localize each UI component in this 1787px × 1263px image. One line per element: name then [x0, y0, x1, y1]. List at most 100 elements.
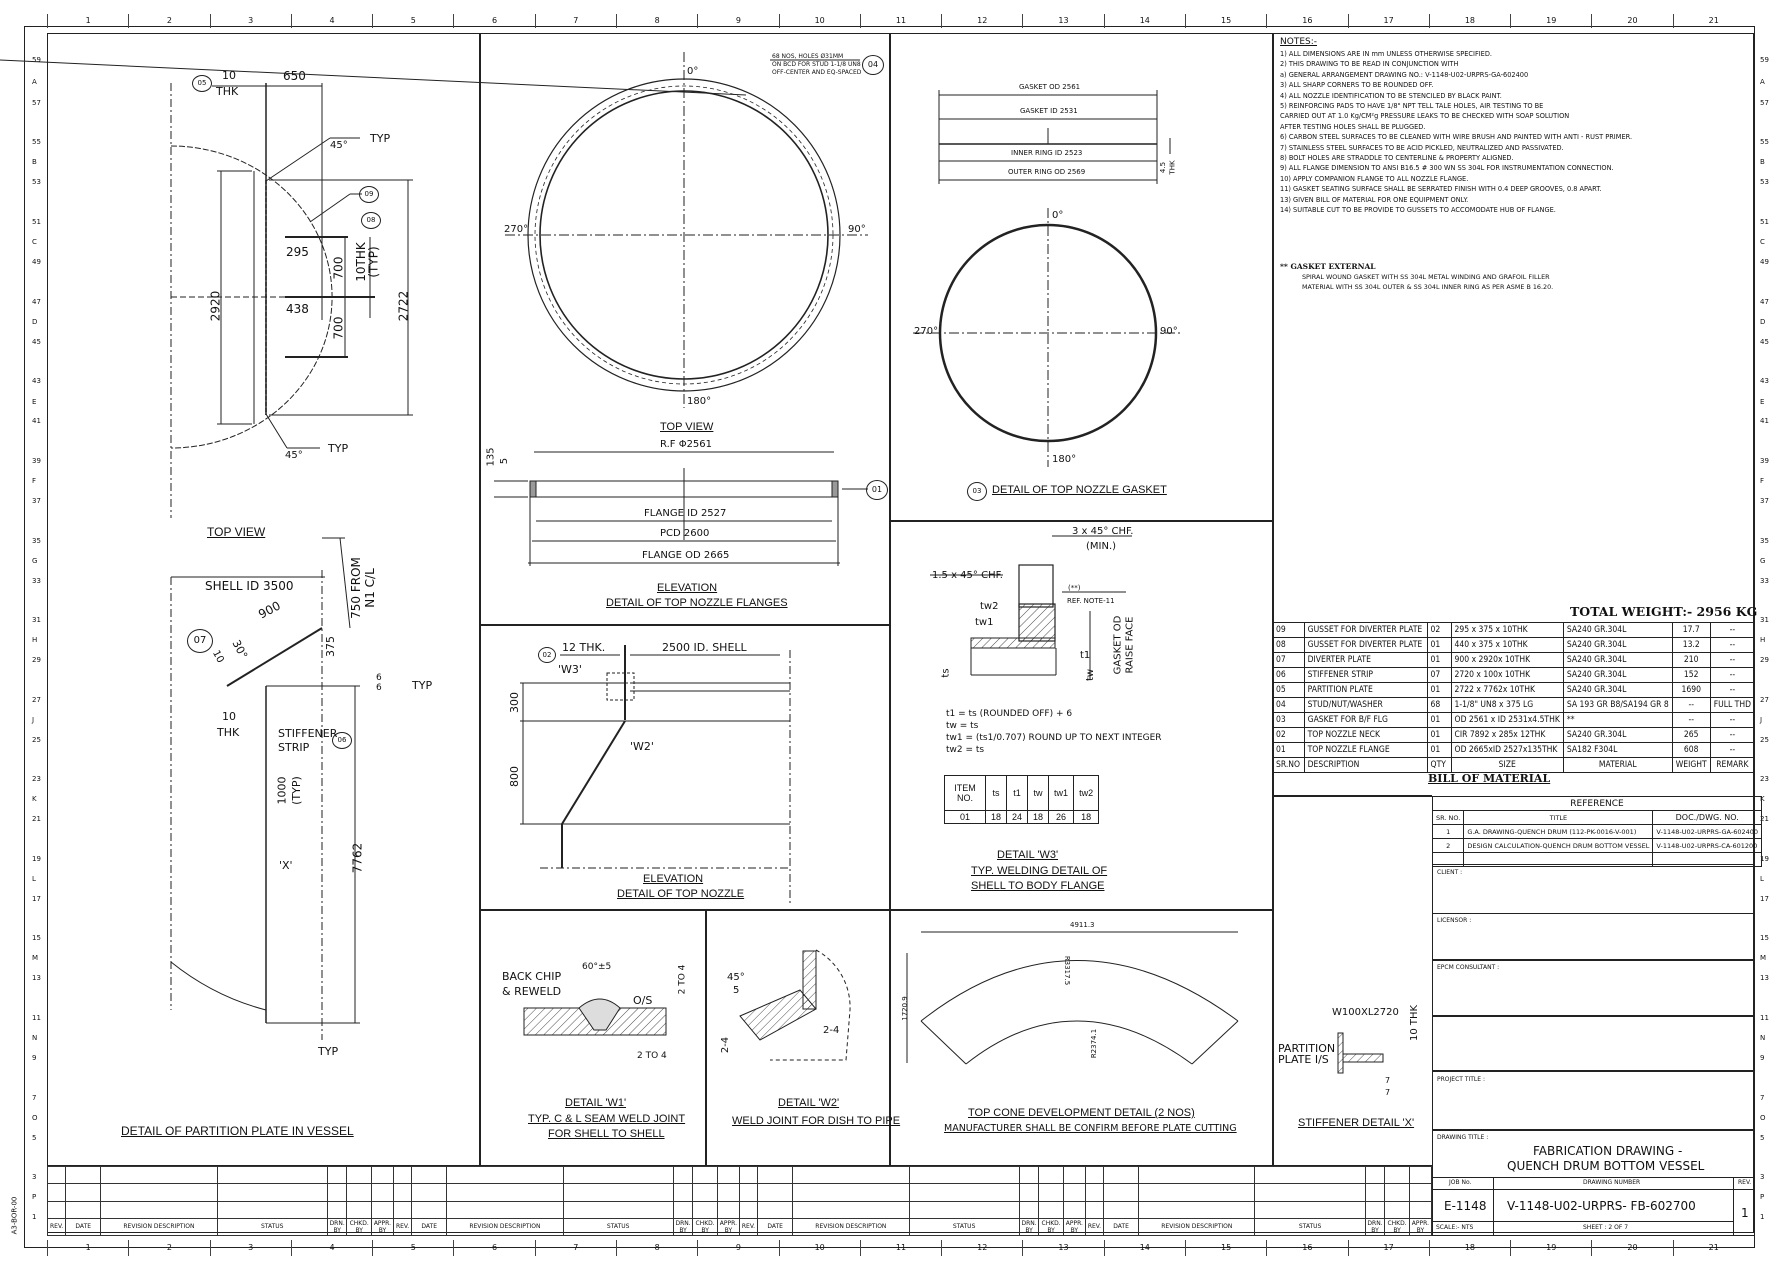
column-index: 7: [534, 14, 616, 28]
dim-thk-10-elev: 10: [222, 710, 236, 723]
bom-cell: 01: [1426, 682, 1452, 698]
row-index: 41: [32, 417, 41, 425]
row-index: H: [1760, 636, 1766, 644]
ref-header: TITLE: [1463, 810, 1654, 825]
caption-cone-1: TOP CONE DEVELOPMENT DETAIL (2 NOS): [968, 1107, 1195, 1119]
bom-cell: 01: [1426, 727, 1452, 743]
revision-cell: [1018, 1165, 1040, 1185]
revision-cell: [346, 1200, 372, 1219]
dim-thk-label: THK: [216, 85, 239, 98]
caption-w1-3: FOR SHELL TO SHELL: [548, 1128, 665, 1140]
bom-cell: 2720 x 100x 10THK: [1450, 667, 1564, 683]
caption-gasket: DETAIL OF TOP NOZZLE GASKET: [992, 484, 1167, 496]
note-item: 11) GASKET SEATING SURFACE SHALL BE SERR…: [1280, 185, 1602, 194]
balloon-07: 07: [187, 629, 213, 653]
weld-angle-bottom: 45°: [285, 450, 303, 461]
revision-cell: [46, 1183, 67, 1202]
revision-header: CHKD. BY: [1038, 1217, 1064, 1237]
revision-cell: [792, 1183, 910, 1202]
row-index: C: [32, 238, 37, 246]
divider: [1272, 795, 1432, 797]
weld-typ-elev: TYP: [412, 679, 433, 692]
note-item: AFTER TESTING HOLES SHALL BE PLUGGED.: [1280, 122, 1426, 131]
row-index: 5: [32, 1134, 37, 1142]
bom-cell: --: [1709, 682, 1756, 698]
bom-cell: GUSSET FOR DIVERTER PLATE: [1303, 622, 1428, 638]
note-item: 4) ALL NOZZLE IDENTIFICATION TO BE STENC…: [1280, 91, 1502, 100]
row-index: 9: [32, 1054, 37, 1062]
bom-cell: SA240 GR.304L: [1562, 637, 1673, 653]
label-tw1: tw1: [975, 617, 994, 628]
divider: [479, 33, 481, 1165]
reference-cell: [1463, 852, 1654, 867]
caption-flange-elevation: ELEVATION: [657, 582, 718, 594]
column-index: 15: [1184, 1240, 1266, 1256]
detail-w1-w2-drawing: [523, 931, 1384, 1074]
dim-cone-width: 4911.3: [1070, 921, 1095, 929]
revision-cell: [370, 1183, 394, 1202]
label-reweld: & REWELD: [502, 985, 562, 998]
label-ref-note: REF. NOTE-11: [1067, 597, 1115, 605]
weld-6a: 6: [376, 673, 382, 683]
formula-line: tw2 = ts: [946, 745, 985, 755]
general-notes: NOTES:- 1) ALL DIMENSIONS ARE IN mm UNLE…: [1280, 36, 1632, 216]
revision-cell: [65, 1200, 102, 1219]
dim-inner-ring-id: INNER RING ID 2523: [1011, 149, 1083, 157]
label-2to4-vert: 2 TO 4: [677, 964, 688, 995]
reference-cell: DESIGN CALCULATION-QUENCH DRUM BOTTOM VE…: [1463, 838, 1654, 853]
bom-header: REMARK: [1709, 757, 1756, 773]
dim-shell-id: SHELL ID 3500: [205, 579, 294, 593]
caption-nozzle-detail: DETAIL OF TOP NOZZLE: [617, 888, 745, 900]
revision-header: CHKD. BY: [692, 1217, 718, 1237]
row-index: 17: [1760, 895, 1769, 903]
column-index: 5: [372, 14, 453, 28]
revision-cell: [326, 1200, 348, 1219]
bom-cell: TOP NOZZLE FLANGE: [1303, 742, 1428, 758]
dim-295: 295: [286, 245, 309, 259]
caption-stiffener: STIFFENER DETAIL 'X': [1298, 1117, 1415, 1129]
client-label: CLIENT :: [1437, 869, 1463, 876]
revision-header: STATUS: [562, 1217, 674, 1237]
reference-heading: REFERENCE: [1431, 796, 1763, 811]
nozzle-elevation-drawing: [520, 645, 791, 905]
dim-438: 438: [286, 302, 309, 316]
revision-cell: [392, 1200, 413, 1219]
row-index: 45: [32, 338, 41, 346]
partition-top-view-drawing: [170, 83, 413, 1040]
row-index: 15: [32, 934, 41, 942]
bom-cell: 07: [1272, 652, 1305, 668]
balloon-06: 06: [332, 732, 352, 749]
bom-cell: 17.7: [1671, 622, 1711, 638]
divider: [1493, 1177, 1494, 1235]
row-index: O: [1760, 1114, 1766, 1122]
bom-cell: OD 2665xID 2527x135THK: [1450, 742, 1564, 758]
caption-w2-1: DETAIL 'W2': [778, 1097, 840, 1109]
column-index: 20: [1591, 14, 1672, 28]
revision-header: APPR. BY: [370, 1217, 394, 1237]
bom-cell: 08: [1272, 637, 1305, 653]
label-partition-2: PLATE I/S: [1278, 1053, 1329, 1066]
revision-header: DRN. BY: [1364, 1217, 1386, 1237]
revision-header: REV.: [392, 1217, 413, 1237]
row-index: 39: [1760, 457, 1769, 465]
column-index: 10: [778, 1240, 860, 1256]
row-index: 37: [1760, 497, 1769, 505]
weld-typ-elev-bottom: TYP: [318, 1045, 339, 1058]
drawing-number: V-1148-U02-URPRS- FB-602700: [1507, 1199, 1696, 1213]
revision-header: REV.: [1084, 1217, 1105, 1237]
row-index: 3: [1760, 1173, 1765, 1181]
weld-w3-ref: 'W3': [558, 663, 582, 676]
row-index: 53: [32, 178, 41, 186]
formula-line: tw = ts: [946, 721, 979, 731]
bom-cell: OD 2561 x ID 2531x4.5THK: [1450, 712, 1564, 728]
revision-row: [46, 1183, 1433, 1202]
balloon-05: 05: [192, 75, 212, 92]
revision-cell: [1084, 1165, 1105, 1185]
bom-cell: STUD/NUT/WASHER: [1303, 697, 1428, 713]
column-index: 12: [941, 14, 1022, 28]
column-index: 13: [1022, 1240, 1103, 1256]
row-index: 31: [32, 616, 41, 624]
